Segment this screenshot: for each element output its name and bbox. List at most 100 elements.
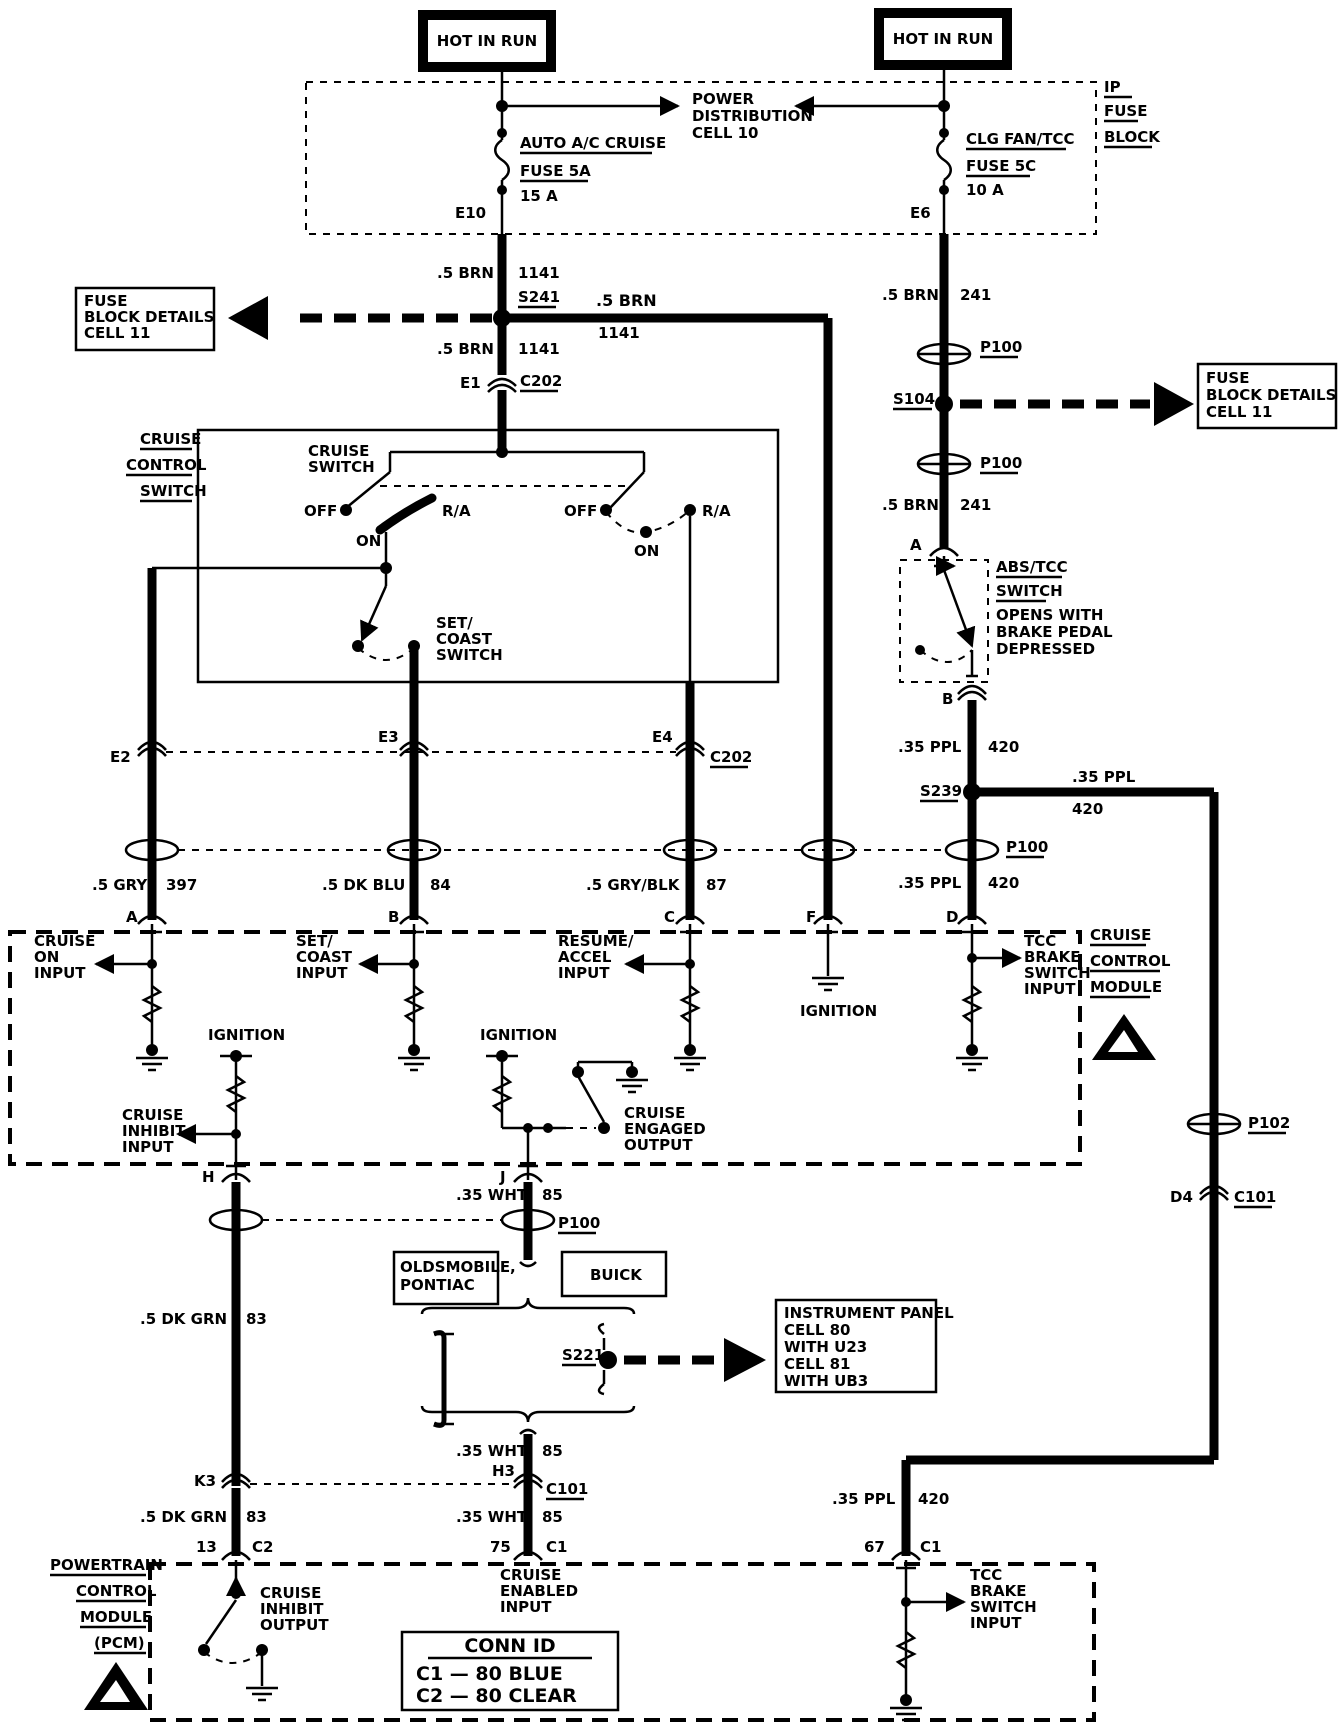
ccm-pin-c: C	[664, 908, 675, 926]
power-distribution-2: DISTRIBUTION	[692, 107, 813, 125]
set-coast-input-3: INPUT	[296, 964, 348, 982]
pcm-pin-13: 13	[196, 1538, 217, 1556]
ref-fuse-left-2: BLOCK DETAILS	[84, 308, 214, 326]
cruise-engaged-output-2: ENGAGED	[624, 1120, 706, 1138]
ccm-pin-j: J	[499, 1168, 506, 1186]
wire-ppl-420-d-gauge: .35 PPL	[832, 1490, 896, 1508]
wire-wht-85-a-gauge: .35 WHT	[456, 1186, 528, 1204]
cruise-engaged-output-1: CRUISE	[624, 1104, 685, 1122]
wire-dkgrn-83-b-circuit: 83	[246, 1508, 267, 1526]
cruise-enabled-input-2: ENABLED	[500, 1582, 578, 1600]
conn-e2: E2	[110, 748, 131, 766]
circuit-241: .5 BRN 241 P100 S104 P100 .5 BRN 241	[882, 234, 1194, 548]
cruise-engaged-output-3: OUTPUT	[624, 1136, 693, 1154]
option-olds-pontiac-2: PONTIAC	[400, 1276, 475, 1294]
cruise-inhibit-input-1: CRUISE	[122, 1106, 183, 1124]
ip-fuse-block-label-3: BLOCK	[1104, 128, 1161, 146]
wire-wht-85-a-circuit: 85	[542, 1186, 563, 1204]
pcm-tcc-brake-2: BRAKE	[970, 1582, 1026, 1600]
arrow-right-fuse-details	[1154, 382, 1194, 426]
pcm-pin-c1: C1	[546, 1538, 567, 1556]
conn-e3: E3	[378, 728, 399, 746]
wire-brn-241-b-gauge: .5 BRN	[882, 496, 939, 514]
conn-id-c2: C2 — 80 CLEAR	[416, 1685, 577, 1707]
ccs-ra-right: R/A	[702, 502, 731, 520]
splice-s239-label: S239	[920, 782, 962, 800]
ccs-on-right: ON	[634, 542, 659, 560]
ccs-off-left: OFF	[304, 502, 337, 520]
resume-accel-input-1: RESUME/	[558, 932, 634, 950]
fuse-left-name: AUTO A/C CRUISE	[520, 134, 666, 152]
wire-ppl-420-b-circuit: 420	[1072, 800, 1103, 818]
abs-tcc-desc-3: DEPRESSED	[996, 640, 1095, 658]
resume-accel-input-3: INPUT	[558, 964, 610, 982]
tcc-brake-input-3: SWITCH	[1024, 964, 1091, 982]
ccm-title-1: CRUISE	[1090, 926, 1151, 944]
splice-s104-label: S104	[893, 390, 935, 408]
splice-s241-label: S241	[518, 288, 560, 306]
ccm-pin-a: A	[126, 908, 138, 926]
cruise-on-input-2: ON	[34, 948, 59, 966]
pcm-title-2: CONTROL	[76, 1582, 157, 1600]
power-distribution-3: CELL 10	[692, 124, 758, 142]
cruise-control-switch: CRUISE CONTROL SWITCH CRUISE SWITCH OFF …	[126, 428, 780, 684]
hot-in-run-right-box: HOT IN RUN	[874, 8, 1012, 70]
cruise-switch-label-1: CRUISE	[308, 442, 369, 460]
tcc-brake-input-2: BRAKE	[1024, 948, 1080, 966]
wire-brn-241-b-circuit: 241	[960, 496, 991, 514]
ip-fuse-block-label-1: IP	[1104, 78, 1121, 96]
set-coast-switch-3: SWITCH	[436, 646, 503, 664]
wire-dkgrn-83-b-gauge: .5 DK GRN	[140, 1508, 227, 1526]
cruise-enabled-input-3: INPUT	[500, 1598, 552, 1616]
abs-tcc-switch: A ABS/TCC SWITCH OPENS WITH BRAKE PEDAL …	[899, 536, 1113, 708]
cruise-on-input-1: CRUISE	[34, 932, 95, 950]
set-coast-input-1: SET/	[296, 932, 333, 950]
wire-gry-397-circuit: 397	[166, 876, 197, 894]
conn-k3: K3	[194, 1472, 216, 1490]
wire-gry-397-gauge: .5 GRY	[92, 876, 148, 894]
fuse-left-terminal: E10	[455, 204, 486, 222]
ccs-off-right: OFF	[564, 502, 597, 520]
wire-wht-85-c-circuit: 85	[542, 1508, 563, 1526]
splice-s221	[599, 1351, 617, 1369]
pcm-tcc-brake-1: TCC	[970, 1566, 1002, 1584]
ref-ip-4: CELL 81	[784, 1355, 850, 1373]
switch-to-module-circuits: E2 E3 E4 C202 P100 .5 GRY 397 .5 DK BLU …	[92, 568, 1048, 920]
power-distribution-1: POWER	[692, 90, 755, 108]
abs-tcc-label-2: SWITCH	[996, 582, 1063, 600]
pcm-pin-67: 67	[864, 1538, 885, 1556]
tcc-brake-input-4: INPUT	[1024, 980, 1076, 998]
ccm-title-3: MODULE	[1090, 978, 1162, 996]
pcm-tcc-brake-4: INPUT	[970, 1614, 1022, 1632]
tcc-brake-input-1: TCC	[1024, 932, 1056, 950]
lower-circuits: .5 DK GRN 83 .35 WHT 85 P100 OLDSMOBILE,…	[140, 1172, 941, 1561]
ignition-j-label: IGNITION	[480, 1026, 557, 1044]
ccs-title-2: CONTROL	[126, 456, 207, 474]
wire-brn-241-a-circuit: 241	[960, 286, 991, 304]
ref-instrument-panel: INSTRUMENT PANEL CELL 80 WITH U23 CELL 8…	[774, 1298, 954, 1394]
conn-id-title: CONN ID	[464, 1635, 555, 1657]
pcm-pin-c2: C2	[252, 1538, 273, 1556]
wire-ppl-420-d-circuit: 420	[918, 1490, 949, 1508]
wire-wht-85-b-circuit: 85	[542, 1442, 563, 1460]
set-coast-switch-1: SET/	[436, 614, 473, 632]
conn-d4: D4	[1170, 1188, 1193, 1206]
wire-dkblu-84-gauge: .5 DK BLU	[322, 876, 405, 894]
pcm-title-3: MODULE	[80, 1608, 152, 1626]
fuse-left-rating: 15 A	[520, 187, 558, 205]
ccs-title-1: CRUISE	[140, 430, 201, 448]
ref-fuse-right-3: CELL 11	[1206, 403, 1272, 421]
splice-s221-label: S221	[562, 1346, 604, 1364]
ref-ip-5: WITH UB3	[784, 1372, 868, 1390]
wire-brn-1141-a-gauge: .5 BRN	[437, 264, 494, 282]
pcm-tcc-brake-3: SWITCH	[970, 1598, 1037, 1616]
pcm-title-4: (PCM)	[94, 1634, 145, 1652]
conn-p100-j: P100	[558, 1214, 600, 1232]
wire-dkgrn-83-a-gauge: .5 DK GRN	[140, 1310, 227, 1328]
abs-pin-a: A	[910, 536, 922, 554]
wire-wht-85-b-gauge: .35 WHT	[456, 1442, 528, 1460]
conn-p100-row: P100	[1006, 838, 1048, 856]
conn-c202-top: C202	[520, 372, 562, 390]
cruise-inhibit-output-2: INHIBIT	[260, 1600, 324, 1618]
